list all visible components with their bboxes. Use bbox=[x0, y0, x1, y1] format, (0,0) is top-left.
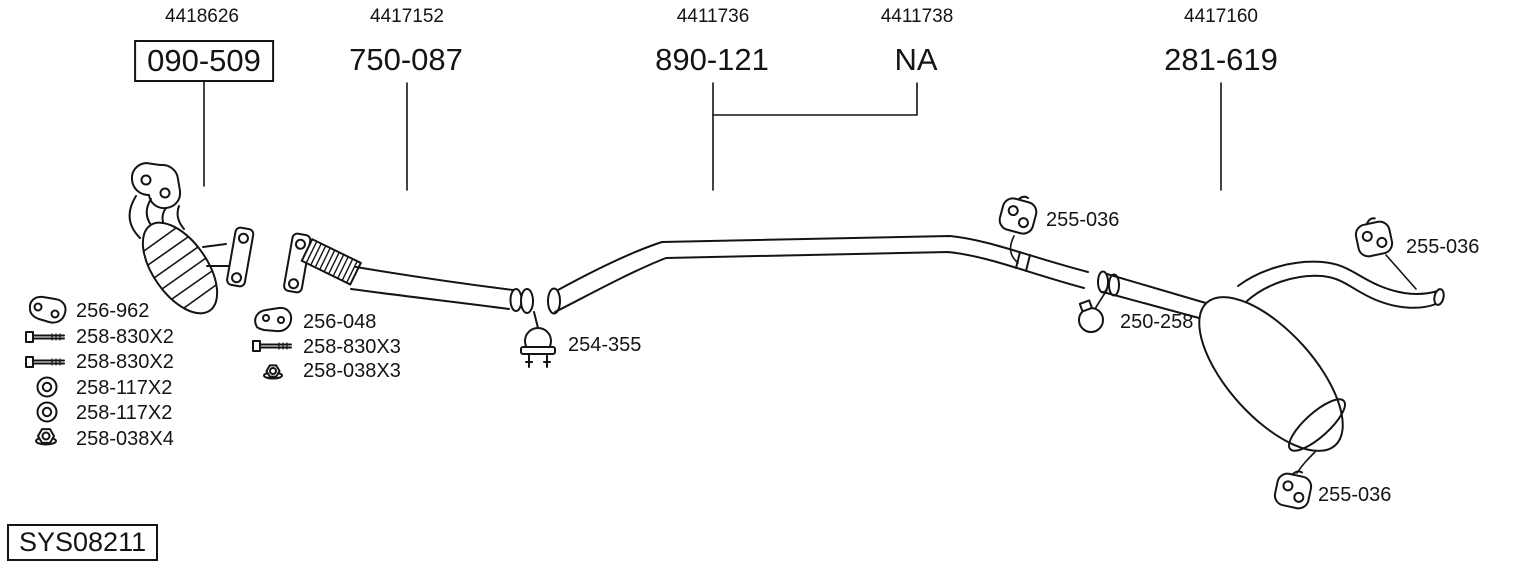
part-label: 256-048 bbox=[303, 311, 377, 333]
center-pipe-drawing bbox=[547, 235, 1089, 315]
muffler-drawing bbox=[1198, 296, 1346, 452]
mid-parts-list: 256-048 258-830X3 258-038X3 bbox=[303, 310, 401, 384]
part-code-2: 750-087 bbox=[349, 42, 463, 77]
flange-nut-icon bbox=[263, 364, 283, 380]
part-label: 258-830X2 bbox=[76, 325, 174, 348]
callout-tail-hanger: 255-036 bbox=[1406, 236, 1480, 258]
callout-rear-clamp: 250-258 bbox=[1120, 311, 1194, 333]
front-clamp-drawing bbox=[520, 311, 556, 368]
ref-number-4: 4411738 bbox=[880, 6, 954, 27]
bolt-icon bbox=[252, 340, 292, 352]
callout-front-clamp: 254-355 bbox=[568, 334, 642, 356]
part-label: 258-830X3 bbox=[303, 335, 401, 358]
catalytic-converter-drawing bbox=[141, 221, 229, 315]
front-pipe-drawing bbox=[350, 266, 534, 314]
system-code: SYS08211 bbox=[7, 524, 159, 561]
ref-number-3: 4411736 bbox=[676, 6, 750, 27]
part-code-3: 890-121 bbox=[655, 42, 769, 77]
ref-number-2: 4417152 bbox=[370, 6, 444, 27]
part-code-4: NA bbox=[894, 42, 938, 77]
tail-hanger-drawing bbox=[1352, 214, 1417, 290]
muffler-inlet-drawing bbox=[1097, 270, 1217, 322]
muffler-hanger-drawing bbox=[1272, 451, 1316, 512]
ref-number-1: 4418626 bbox=[165, 6, 239, 27]
part-label: 258-830X2 bbox=[76, 351, 174, 373]
bolt-icon bbox=[25, 356, 65, 368]
front-parts-list: 256-962 258-830X2 258-830X2 258-117X2 25… bbox=[76, 299, 174, 452]
part-label: 258-038X3 bbox=[303, 360, 401, 383]
callout-mid-hanger: 255-036 bbox=[1046, 209, 1120, 231]
part-label: 256-962 bbox=[76, 300, 150, 322]
flex-pipe-drawing bbox=[300, 238, 362, 286]
flange-nut-icon bbox=[35, 428, 57, 446]
part-label: 258-038X4 bbox=[76, 427, 174, 450]
gasket-icon bbox=[28, 295, 67, 324]
outlet-flange-drawing bbox=[226, 226, 255, 288]
tailpipe-drawing bbox=[1237, 260, 1445, 309]
mid-hanger-drawing bbox=[996, 190, 1041, 264]
bolt-icon bbox=[25, 331, 65, 343]
gasket-icon bbox=[254, 306, 293, 333]
inlet-flange-drawing bbox=[283, 232, 312, 294]
part-label: 258-117X2 bbox=[76, 402, 173, 424]
part-code-5: 281-619 bbox=[1164, 42, 1278, 77]
callout-muffler-hanger: 255-036 bbox=[1318, 484, 1392, 506]
rear-clamp-drawing bbox=[1078, 289, 1108, 333]
washer-icon bbox=[36, 401, 58, 423]
front-flange-drawing bbox=[130, 162, 182, 210]
leader-lines bbox=[203, 81, 1222, 191]
ref-number-5: 4417160 bbox=[1184, 6, 1258, 27]
part-label: 258-117X2 bbox=[76, 376, 173, 399]
part-code-1: 090-509 bbox=[134, 40, 274, 82]
washer-icon bbox=[36, 376, 58, 398]
